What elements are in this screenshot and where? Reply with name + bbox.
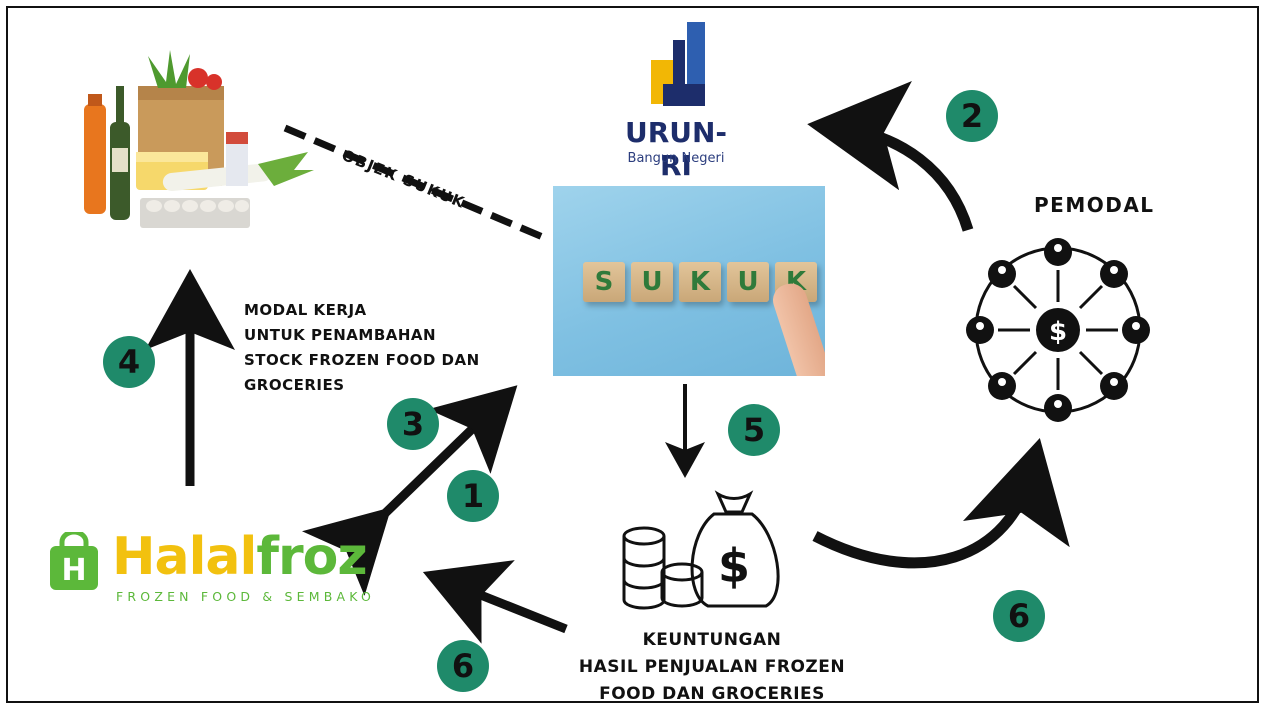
modal-kerja-line: UNTUK PENAMBAHAN (244, 326, 437, 344)
halalfroz-word-part1: Halal (112, 527, 257, 587)
money-bag-coins-icon: $ (622, 490, 780, 610)
sukuk-cube: K (679, 262, 721, 302)
step-badge-2: 2 (946, 90, 998, 142)
money-bag-dollar-symbol: $ (718, 539, 750, 593)
keuntungan-line: FOOD DAN GROCERIES (599, 684, 825, 704)
keuntungan-label: KEUNTUNGAN HASIL PENJUALAN FROZEN FOOD D… (552, 627, 872, 708)
step-badge-3: 3 (387, 398, 439, 450)
modal-kerja-line: GROCERIES (244, 376, 345, 394)
sukuk-photo: S U K U K (553, 186, 825, 376)
step-badge-6-right: 6 (993, 590, 1045, 642)
halalfroz-tagline: FROZEN FOOD & SEMBAKO (116, 589, 375, 604)
pemodal-network-icon: $ (966, 238, 1150, 422)
objek-sukuk-dashed-line (283, 124, 547, 242)
arrow-6-right-curve (812, 437, 1070, 569)
sukuk-cube: U (631, 262, 673, 302)
modal-kerja-label: MODAL KERJA UNTUK PENAMBAHAN STOCK FROZE… (244, 298, 480, 398)
sukuk-cube: S (583, 262, 625, 302)
arrow-1-3-double (301, 385, 518, 596)
arrow-2-curve (807, 81, 974, 232)
step-badge-5: 5 (728, 404, 780, 456)
halalfroz-word-part2: froz (256, 527, 367, 587)
urun-ri-tagline: Bangun Negeri (627, 151, 725, 166)
keuntungan-line: HASIL PENJUALAN FROZEN (578, 657, 846, 677)
step-badge-6-left: 6 (437, 640, 489, 692)
step-badge-4: 4 (103, 336, 155, 388)
keuntungan-line: KEUNTUNGAN (642, 630, 782, 650)
pemodal-label: PEMODAL (1034, 193, 1155, 217)
modal-kerja-line: MODAL KERJA (244, 301, 367, 319)
sukuk-cube: U (727, 262, 769, 302)
halalfroz-icon-letter: H (61, 553, 86, 588)
halalfroz-wordmark: Halalfroz (112, 527, 368, 587)
groceries-illustration (84, 50, 314, 228)
pemodal-dollar-symbol: $ (1049, 317, 1067, 347)
halalfroz-bag-icon: H (50, 532, 98, 590)
urun-ri-name: URUN-RI (624, 116, 728, 182)
step-badge-1: 1 (447, 470, 499, 522)
modal-kerja-line: STOCK FROZEN FOOD DAN (244, 351, 480, 369)
urun-ri-logo-icon (651, 22, 705, 106)
arrow-6-left (422, 560, 568, 644)
